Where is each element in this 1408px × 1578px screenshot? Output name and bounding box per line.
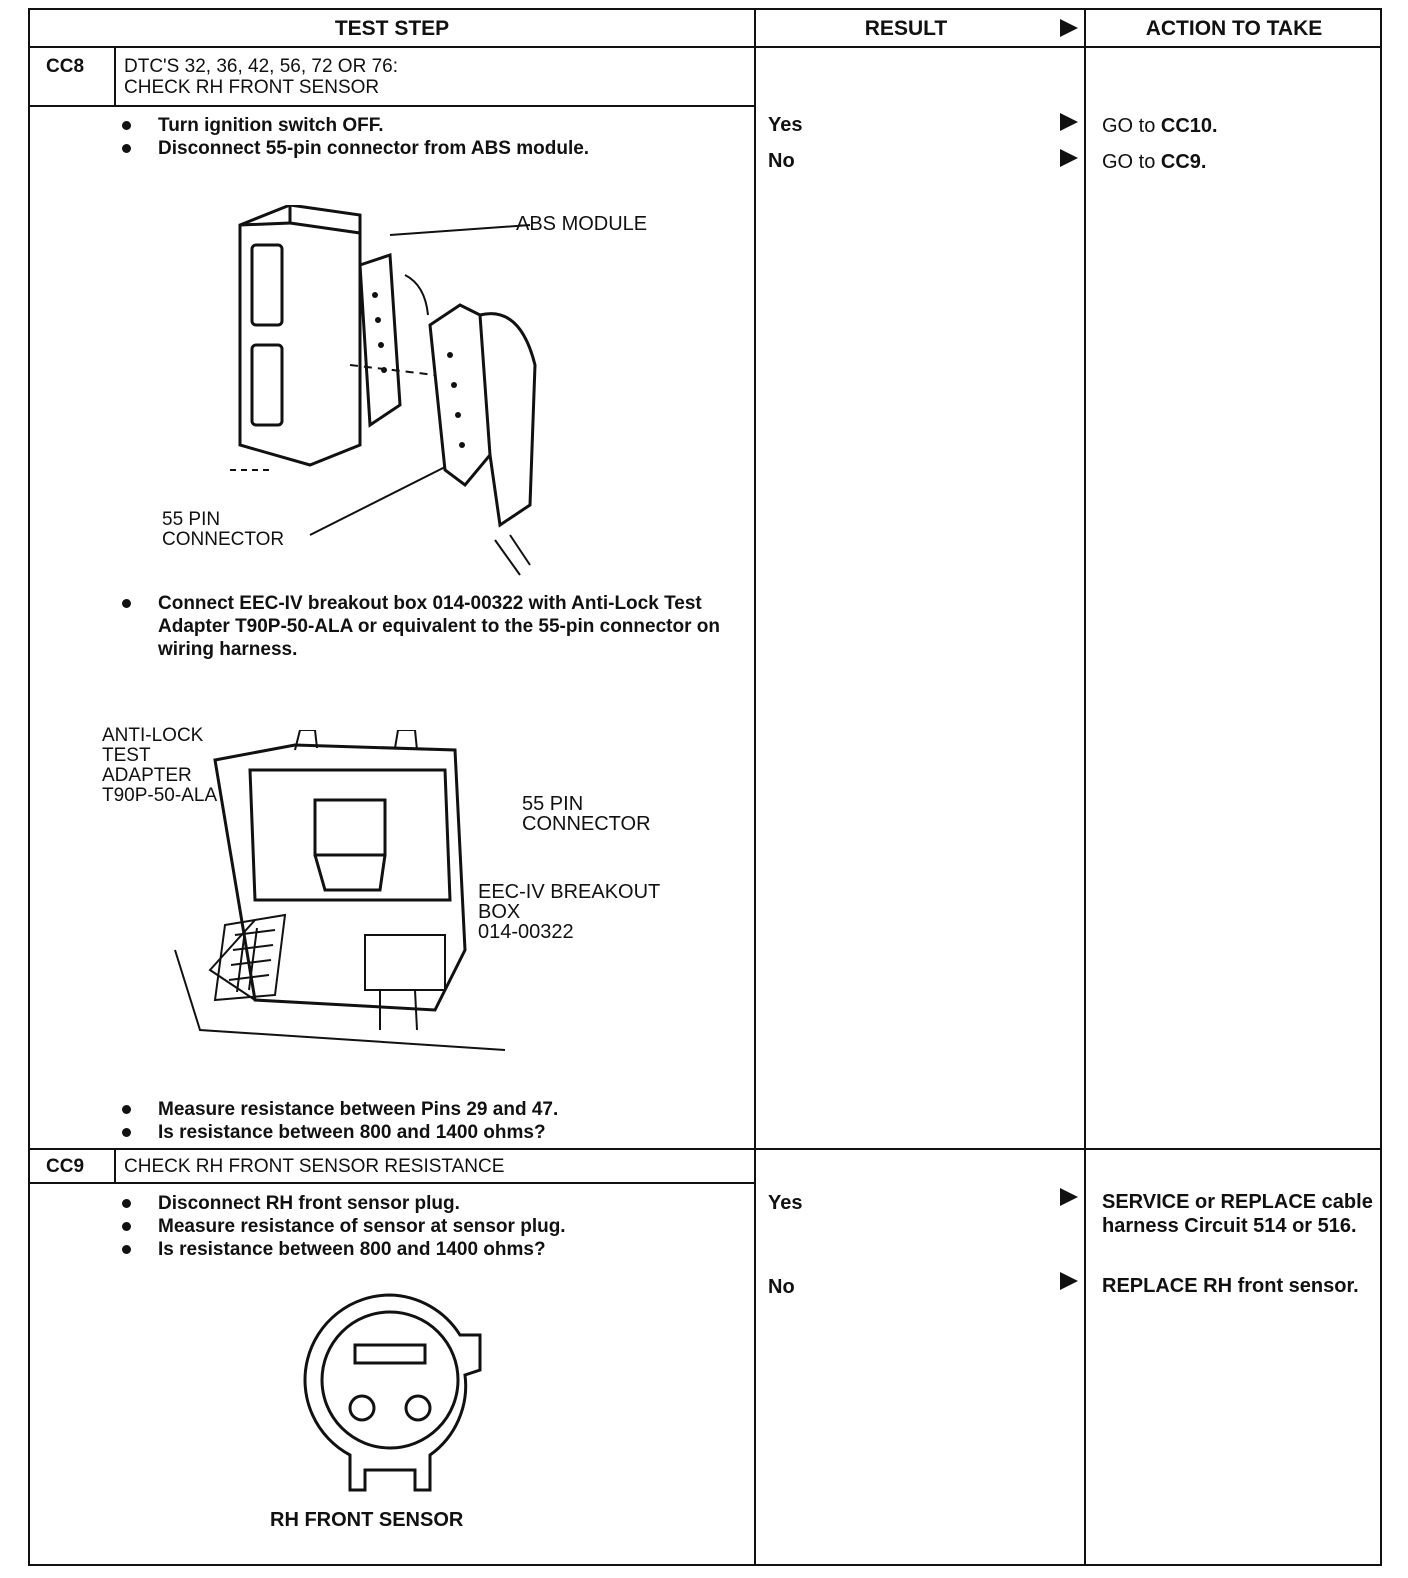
cc8-result-yes: Yes <box>768 114 803 136</box>
arrow-icon <box>1060 1188 1078 1206</box>
label-rh-front-sensor: RH FRONT SENSOR <box>270 1509 464 1531</box>
label-anti-lock-test-adapter: ANTI-LOCK TEST ADAPTER T90P-50-ALA <box>102 725 218 806</box>
step-id-cc9: CC9 <box>46 1156 85 1177</box>
list-item: Is resistance between 800 and 1400 ohms? <box>118 1238 738 1261</box>
arrow-icon <box>1060 149 1078 167</box>
cc9-action-yes: SERVICE or REPLACE cable harness Circuit… <box>1102 1191 1373 1237</box>
cc8-result-no: No <box>768 150 795 172</box>
cc8-bullets-c: Measure resistance between Pins 29 and 4… <box>118 1098 738 1144</box>
cc8-title-divider <box>30 105 754 107</box>
header-arrow-icon <box>1060 19 1078 37</box>
arrow-icon <box>1060 1272 1078 1290</box>
cc8-action-yes: GO to CC10. <box>1102 114 1382 138</box>
list-item: Connect EEC-IV breakout box 014-00322 wi… <box>118 592 738 661</box>
header-action: ACTION TO TAKE <box>1145 17 1323 40</box>
column-divider-action <box>1084 10 1086 1564</box>
cc8-id-divider <box>114 46 116 106</box>
cc9-id-divider <box>114 1148 116 1183</box>
header-result: RESULT <box>864 17 948 40</box>
diagnostic-table: TEST STEP RESULT ACTION TO TAKE CC8 DTC'… <box>28 8 1382 1566</box>
list-item: Measure resistance of sensor at sensor p… <box>118 1215 738 1238</box>
action-ref: CC10. <box>1160 115 1218 137</box>
list-item: Measure resistance between Pins 29 and 4… <box>118 1098 738 1121</box>
list-item: Is resistance between 800 and 1400 ohms? <box>118 1121 738 1144</box>
cc9-title-divider <box>30 1182 754 1184</box>
cc8-bullets-a: Turn ignition switch OFF. Disconnect 55-… <box>118 114 738 160</box>
breakout-box-illustration <box>174 730 506 1051</box>
cc8-title-line1: DTC'S 32, 36, 42, 56, 72 OR 76: <box>124 56 398 77</box>
cc9-title: CHECK RH FRONT SENSOR RESISTANCE <box>124 1156 505 1177</box>
label-abs-module: ABS MODULE <box>516 213 648 235</box>
label-55-pin-connector-2: 55 PIN CONNECTOR <box>522 793 651 835</box>
cc9-result-no: No <box>768 1276 795 1298</box>
list-item: Disconnect 55-pin connector from ABS mod… <box>118 137 738 160</box>
list-item: Disconnect RH front sensor plug. <box>118 1192 738 1215</box>
header-divider <box>30 46 1380 48</box>
rh-front-sensor-illustration <box>303 1293 482 1492</box>
action-prefix: GO to <box>1102 151 1161 173</box>
label-55-pin-connector-1: 55 PIN CONNECTOR <box>162 509 285 550</box>
cc9-action-no: REPLACE RH front sensor. <box>1102 1275 1359 1297</box>
cc8-title-line2: CHECK RH FRONT SENSOR <box>124 77 380 98</box>
cc9-result-yes: Yes <box>768 1192 803 1214</box>
label-eec-iv-breakout-box: EEC-IV BREAKOUT BOX 014-00322 <box>478 881 661 943</box>
cc8-bullet-b: Connect EEC-IV breakout box 014-00322 wi… <box>118 592 738 661</box>
cc8-action-no: GO to CC9. <box>1102 150 1382 174</box>
action-prefix: GO to <box>1102 115 1161 137</box>
list-item: Turn ignition switch OFF. <box>118 114 738 137</box>
column-divider-result <box>754 10 756 1564</box>
step-id-cc8: CC8 <box>46 56 85 77</box>
cc9-bullets: Disconnect RH front sensor plug. Measure… <box>118 1192 738 1261</box>
cc9-top-divider <box>30 1148 1380 1150</box>
action-ref: CC9. <box>1160 151 1207 173</box>
arrow-icon <box>1060 113 1078 131</box>
abs-module-illustration <box>230 205 537 576</box>
header-test-step: TEST STEP <box>334 17 450 40</box>
